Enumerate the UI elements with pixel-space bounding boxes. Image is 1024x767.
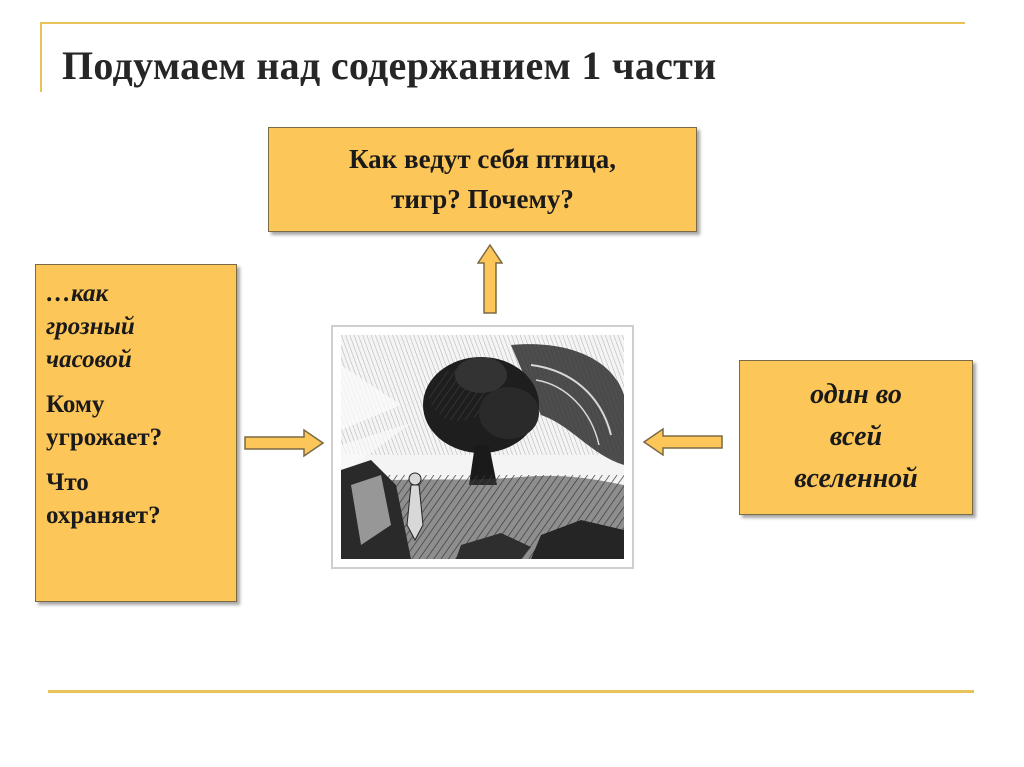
tree-engraving-image <box>341 335 624 559</box>
quote-right-line-1: один во <box>810 379 902 410</box>
quote-text: …как грозный часовой <box>46 277 228 376</box>
arrow-up-icon <box>477 244 503 314</box>
arrow-left-icon <box>643 427 723 457</box>
quote-line-2: грозный <box>46 313 135 340</box>
question-what-guards: Что охраняет? <box>46 466 228 532</box>
quote-box-right: один во всей вселенной <box>739 360 973 515</box>
quote-line-1: …как <box>46 280 109 307</box>
left-border-line <box>40 22 42 92</box>
question-whom-line-2: угрожает? <box>46 424 163 451</box>
question-whom-line-1: Кому <box>46 391 105 418</box>
top-border-line <box>40 22 965 24</box>
quote-line-3: часовой <box>46 346 132 373</box>
question-box-top: Как ведут себя птица, тигр? Почему? <box>268 127 697 232</box>
bottom-divider-line <box>48 690 974 693</box>
quote-right-line-3: вселенной <box>794 463 918 494</box>
question-whom-threatens: Кому угрожает? <box>46 388 228 454</box>
illustration-frame <box>331 325 634 569</box>
question-what-line-1: Что <box>46 469 89 496</box>
quote-right-line-2: всей <box>829 421 883 452</box>
question-box-left: …как грозный часовой Кому угрожает? Что … <box>35 264 237 602</box>
question-top-line-1: Как ведут себя птица, <box>348 144 617 174</box>
question-what-line-2: охраняет? <box>46 502 161 529</box>
arrow-right-icon <box>244 428 324 458</box>
slide-title: Подумаем над содержанием 1 части <box>62 43 717 88</box>
question-top-line-2: тигр? Почему? <box>391 184 574 214</box>
